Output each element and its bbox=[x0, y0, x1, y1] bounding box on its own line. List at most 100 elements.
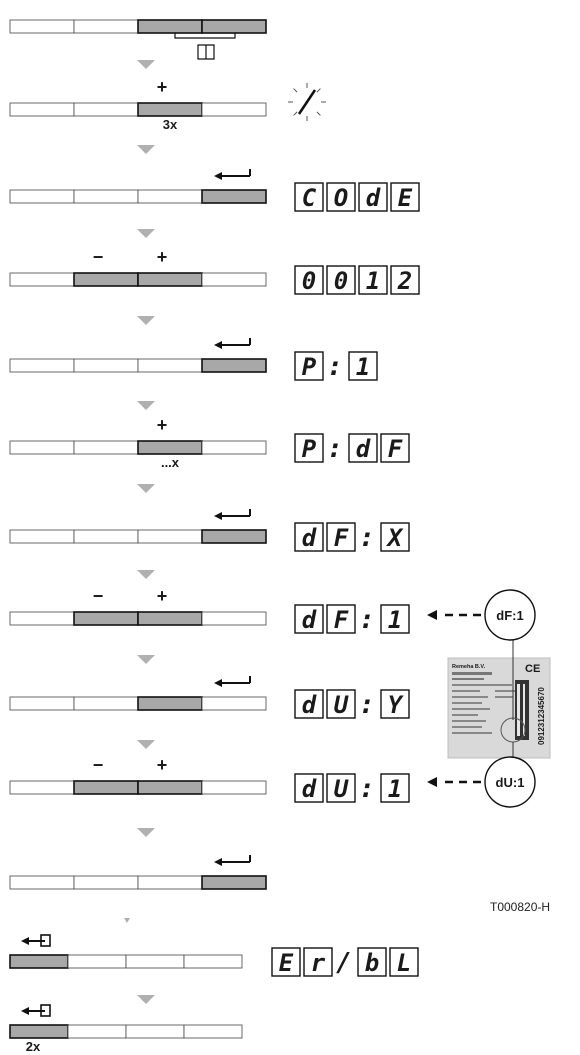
display-separator: : bbox=[359, 523, 375, 553]
escape-arrow-icon bbox=[40, 1004, 51, 1017]
display-digit: d bbox=[356, 435, 371, 463]
key bbox=[9, 19, 75, 34]
key bbox=[9, 358, 75, 373]
repeat-count: 3x bbox=[163, 117, 178, 132]
enter-arrow-icon bbox=[214, 679, 222, 687]
repeat-count: ...x bbox=[161, 455, 180, 470]
key-pressed bbox=[137, 272, 203, 287]
display-digit: 1 bbox=[356, 353, 370, 381]
bracket-line bbox=[174, 33, 236, 39]
escape-arrow-icon bbox=[40, 934, 51, 947]
display-digit-box bbox=[380, 604, 410, 634]
display-digit-box bbox=[294, 689, 324, 719]
display-digit-box bbox=[358, 182, 388, 212]
display-digit-box bbox=[326, 182, 356, 212]
display-digit: U bbox=[334, 775, 349, 803]
display-digit: P bbox=[302, 435, 317, 463]
display-digit-box bbox=[326, 604, 356, 634]
display-digit-box bbox=[294, 265, 324, 295]
book-icon bbox=[197, 44, 215, 60]
keypad-row-11 bbox=[9, 875, 267, 890]
key bbox=[137, 875, 203, 890]
display-digit: d bbox=[366, 184, 381, 212]
key-pressed bbox=[137, 696, 203, 711]
display-digit-box bbox=[326, 522, 356, 552]
key bbox=[73, 189, 139, 204]
enter-arrow-icon bbox=[214, 341, 222, 349]
key-pressed bbox=[137, 19, 203, 34]
key bbox=[201, 440, 267, 455]
keypad-row-4 bbox=[9, 272, 267, 287]
escape-arrow-icon bbox=[21, 937, 29, 945]
display-digit: d bbox=[302, 691, 317, 719]
key bbox=[73, 102, 139, 117]
display-digit-box bbox=[294, 182, 324, 212]
key bbox=[125, 1024, 185, 1039]
callout-label: dU:1 bbox=[496, 775, 525, 790]
key bbox=[201, 102, 267, 117]
key-pressed bbox=[201, 529, 267, 544]
enter-arrow-icon bbox=[214, 512, 222, 520]
display-digit: d bbox=[302, 524, 317, 552]
display-separator: : bbox=[327, 434, 343, 464]
key-label: − bbox=[93, 586, 104, 606]
key-pressed bbox=[73, 780, 139, 795]
display-digit-box bbox=[294, 351, 324, 381]
display-digit-box bbox=[389, 947, 419, 977]
key bbox=[9, 875, 75, 890]
display-digit-box bbox=[326, 773, 356, 803]
key bbox=[201, 780, 267, 795]
down-arrow-icon bbox=[137, 828, 155, 837]
keypad-row-6 bbox=[9, 440, 267, 455]
display-digit-box bbox=[294, 773, 324, 803]
enter-arrow-icon bbox=[214, 858, 222, 866]
blink-ray bbox=[293, 88, 298, 93]
key bbox=[9, 440, 75, 455]
display-digit-box bbox=[390, 265, 420, 295]
callout-circle bbox=[484, 756, 536, 808]
display-digit-box bbox=[358, 265, 388, 295]
key-pressed bbox=[201, 19, 267, 34]
key-pressed bbox=[201, 358, 267, 373]
key bbox=[183, 1024, 243, 1039]
display-digit: d bbox=[302, 606, 317, 634]
key-label: − bbox=[93, 755, 104, 775]
key-pressed bbox=[137, 611, 203, 626]
display-digit: b bbox=[365, 949, 379, 977]
display-digit-box bbox=[390, 182, 420, 212]
escape-arrow-icon bbox=[21, 1007, 29, 1015]
down-arrow-icon bbox=[137, 229, 155, 238]
display-digit: 1 bbox=[388, 775, 402, 803]
key bbox=[9, 102, 75, 117]
display-digit: 2 bbox=[397, 267, 412, 295]
down-arrow-icon bbox=[137, 145, 155, 154]
display-digit: E bbox=[279, 949, 294, 977]
key bbox=[201, 611, 267, 626]
keypad-row-2 bbox=[9, 102, 267, 117]
blink-ray bbox=[316, 88, 321, 93]
display-separator: : bbox=[327, 352, 343, 382]
key-label: + bbox=[157, 586, 168, 606]
down-arrow-icon bbox=[137, 401, 155, 410]
key bbox=[73, 529, 139, 544]
key-pressed bbox=[73, 272, 139, 287]
display-separator: : bbox=[359, 774, 375, 804]
display-digit-box bbox=[380, 522, 410, 552]
key-pressed bbox=[201, 189, 267, 204]
key bbox=[137, 529, 203, 544]
display-digit-box bbox=[294, 522, 324, 552]
key bbox=[137, 189, 203, 204]
display-digit-box bbox=[380, 433, 410, 463]
key-label: + bbox=[157, 77, 168, 97]
keypad-row-7 bbox=[9, 529, 267, 544]
display-digit: F bbox=[388, 435, 403, 463]
display-digit-box bbox=[348, 351, 378, 381]
display-digit-box bbox=[294, 604, 324, 634]
key bbox=[201, 272, 267, 287]
key-pressed bbox=[73, 611, 139, 626]
key-pressed bbox=[137, 780, 203, 795]
key bbox=[183, 954, 243, 969]
key-pressed bbox=[201, 875, 267, 890]
keypad-row-5 bbox=[9, 358, 267, 373]
